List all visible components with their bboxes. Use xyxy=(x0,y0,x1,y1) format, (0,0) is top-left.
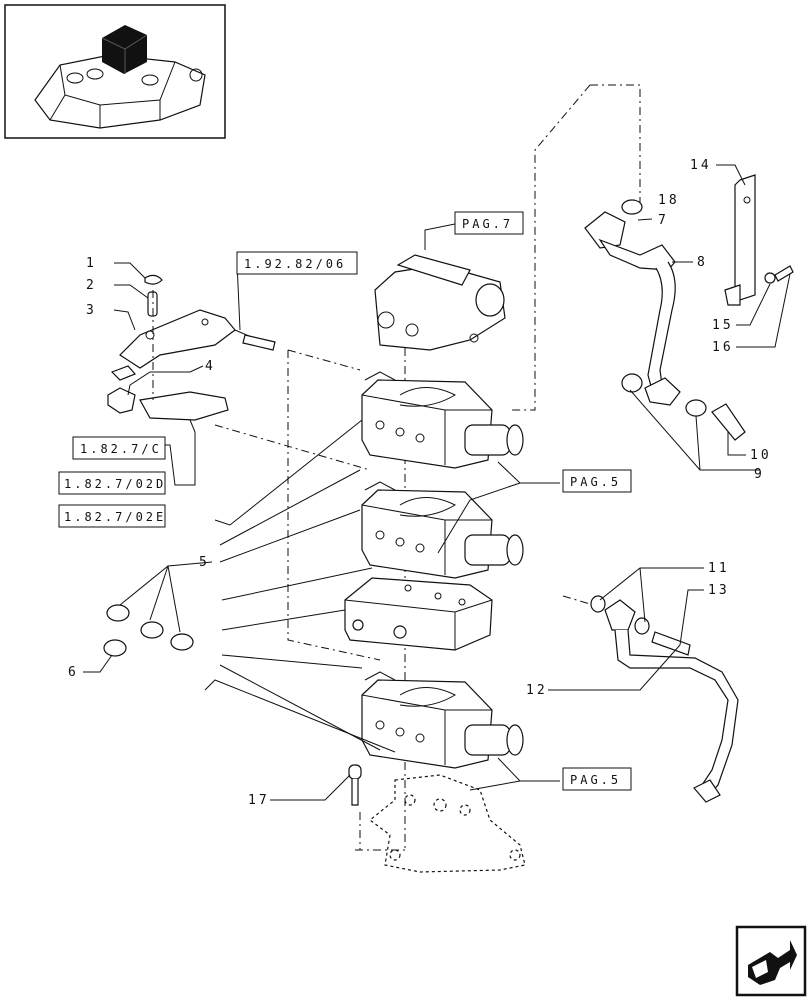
svg-text:1.92.82/06: 1.92.82/06 xyxy=(244,257,346,271)
svg-text:PAG.7: PAG.7 xyxy=(462,217,513,231)
callout-8: 8 xyxy=(697,255,708,270)
svg-text:PAG.5: PAG.5 xyxy=(570,773,621,787)
callout-16: 16 xyxy=(712,340,734,355)
callout-5: 5 xyxy=(199,555,210,570)
hydraulic-connector xyxy=(374,254,506,351)
ref-box-1-82-7-02d[interactable]: 1.82.7/02D xyxy=(58,471,166,495)
highlighted-valve-block xyxy=(101,25,148,74)
callout-6: 6 xyxy=(68,665,79,680)
intermediate-plate xyxy=(344,577,493,651)
callout-2: 2 xyxy=(86,278,97,293)
ref-box-1-92-82-06[interactable]: 1.92.82/06 xyxy=(236,251,358,275)
callout-4: 4 xyxy=(205,359,216,374)
callout-numbers: 1 2 3 4 5 6 7 8 9 10 11 12 13 14 15 16 1… xyxy=(68,158,772,808)
bracket xyxy=(724,174,794,306)
leader-lines xyxy=(83,164,791,801)
svg-text:1.82.7/02D: 1.82.7/02D xyxy=(64,477,166,491)
reference-boxes: PAG.7 1.92.82/06 1.82.7/C 1.82.7/02D 1.8… xyxy=(58,211,632,791)
screw-17 xyxy=(348,764,362,806)
lower-pipe xyxy=(562,595,739,803)
callout-1: 1 xyxy=(86,256,97,271)
callout-10: 10 xyxy=(750,448,772,463)
ref-box-1-82-7-02e[interactable]: 1.82.7/02E xyxy=(58,504,166,528)
locator-thumbnail xyxy=(4,4,226,139)
valve-section-3 xyxy=(361,671,524,769)
callout-18: 18 xyxy=(658,193,680,208)
ref-box-pag7[interactable]: PAG.7 xyxy=(454,211,524,235)
svg-text:PAG.5: PAG.5 xyxy=(570,475,621,489)
callout-11: 11 xyxy=(708,561,730,576)
callout-13: 13 xyxy=(708,583,730,598)
ref-box-pag5-lower[interactable]: PAG.5 xyxy=(562,767,632,791)
svg-text:1.82.7/02E: 1.82.7/02E xyxy=(64,510,166,524)
svg-text:1.82.7/C: 1.82.7/C xyxy=(80,442,162,456)
callout-12: 12 xyxy=(526,683,548,698)
upper-pipe xyxy=(584,199,746,441)
callout-17: 17 xyxy=(248,793,270,808)
valve-section-1 xyxy=(361,371,524,469)
o-rings xyxy=(103,604,194,657)
ref-box-1-82-7-c[interactable]: 1.82.7/C xyxy=(72,436,166,460)
callout-7: 7 xyxy=(658,213,669,228)
callout-3: 3 xyxy=(86,303,97,318)
ref-box-pag5-upper[interactable]: PAG.5 xyxy=(562,469,632,493)
nav-arrow-icon[interactable] xyxy=(735,925,807,997)
callout-14: 14 xyxy=(690,158,712,173)
valve-section-2 xyxy=(361,481,524,579)
end-cover xyxy=(369,774,526,873)
callout-15: 15 xyxy=(712,318,734,333)
callout-9: 9 xyxy=(754,467,765,482)
lever-assembly xyxy=(107,274,276,421)
